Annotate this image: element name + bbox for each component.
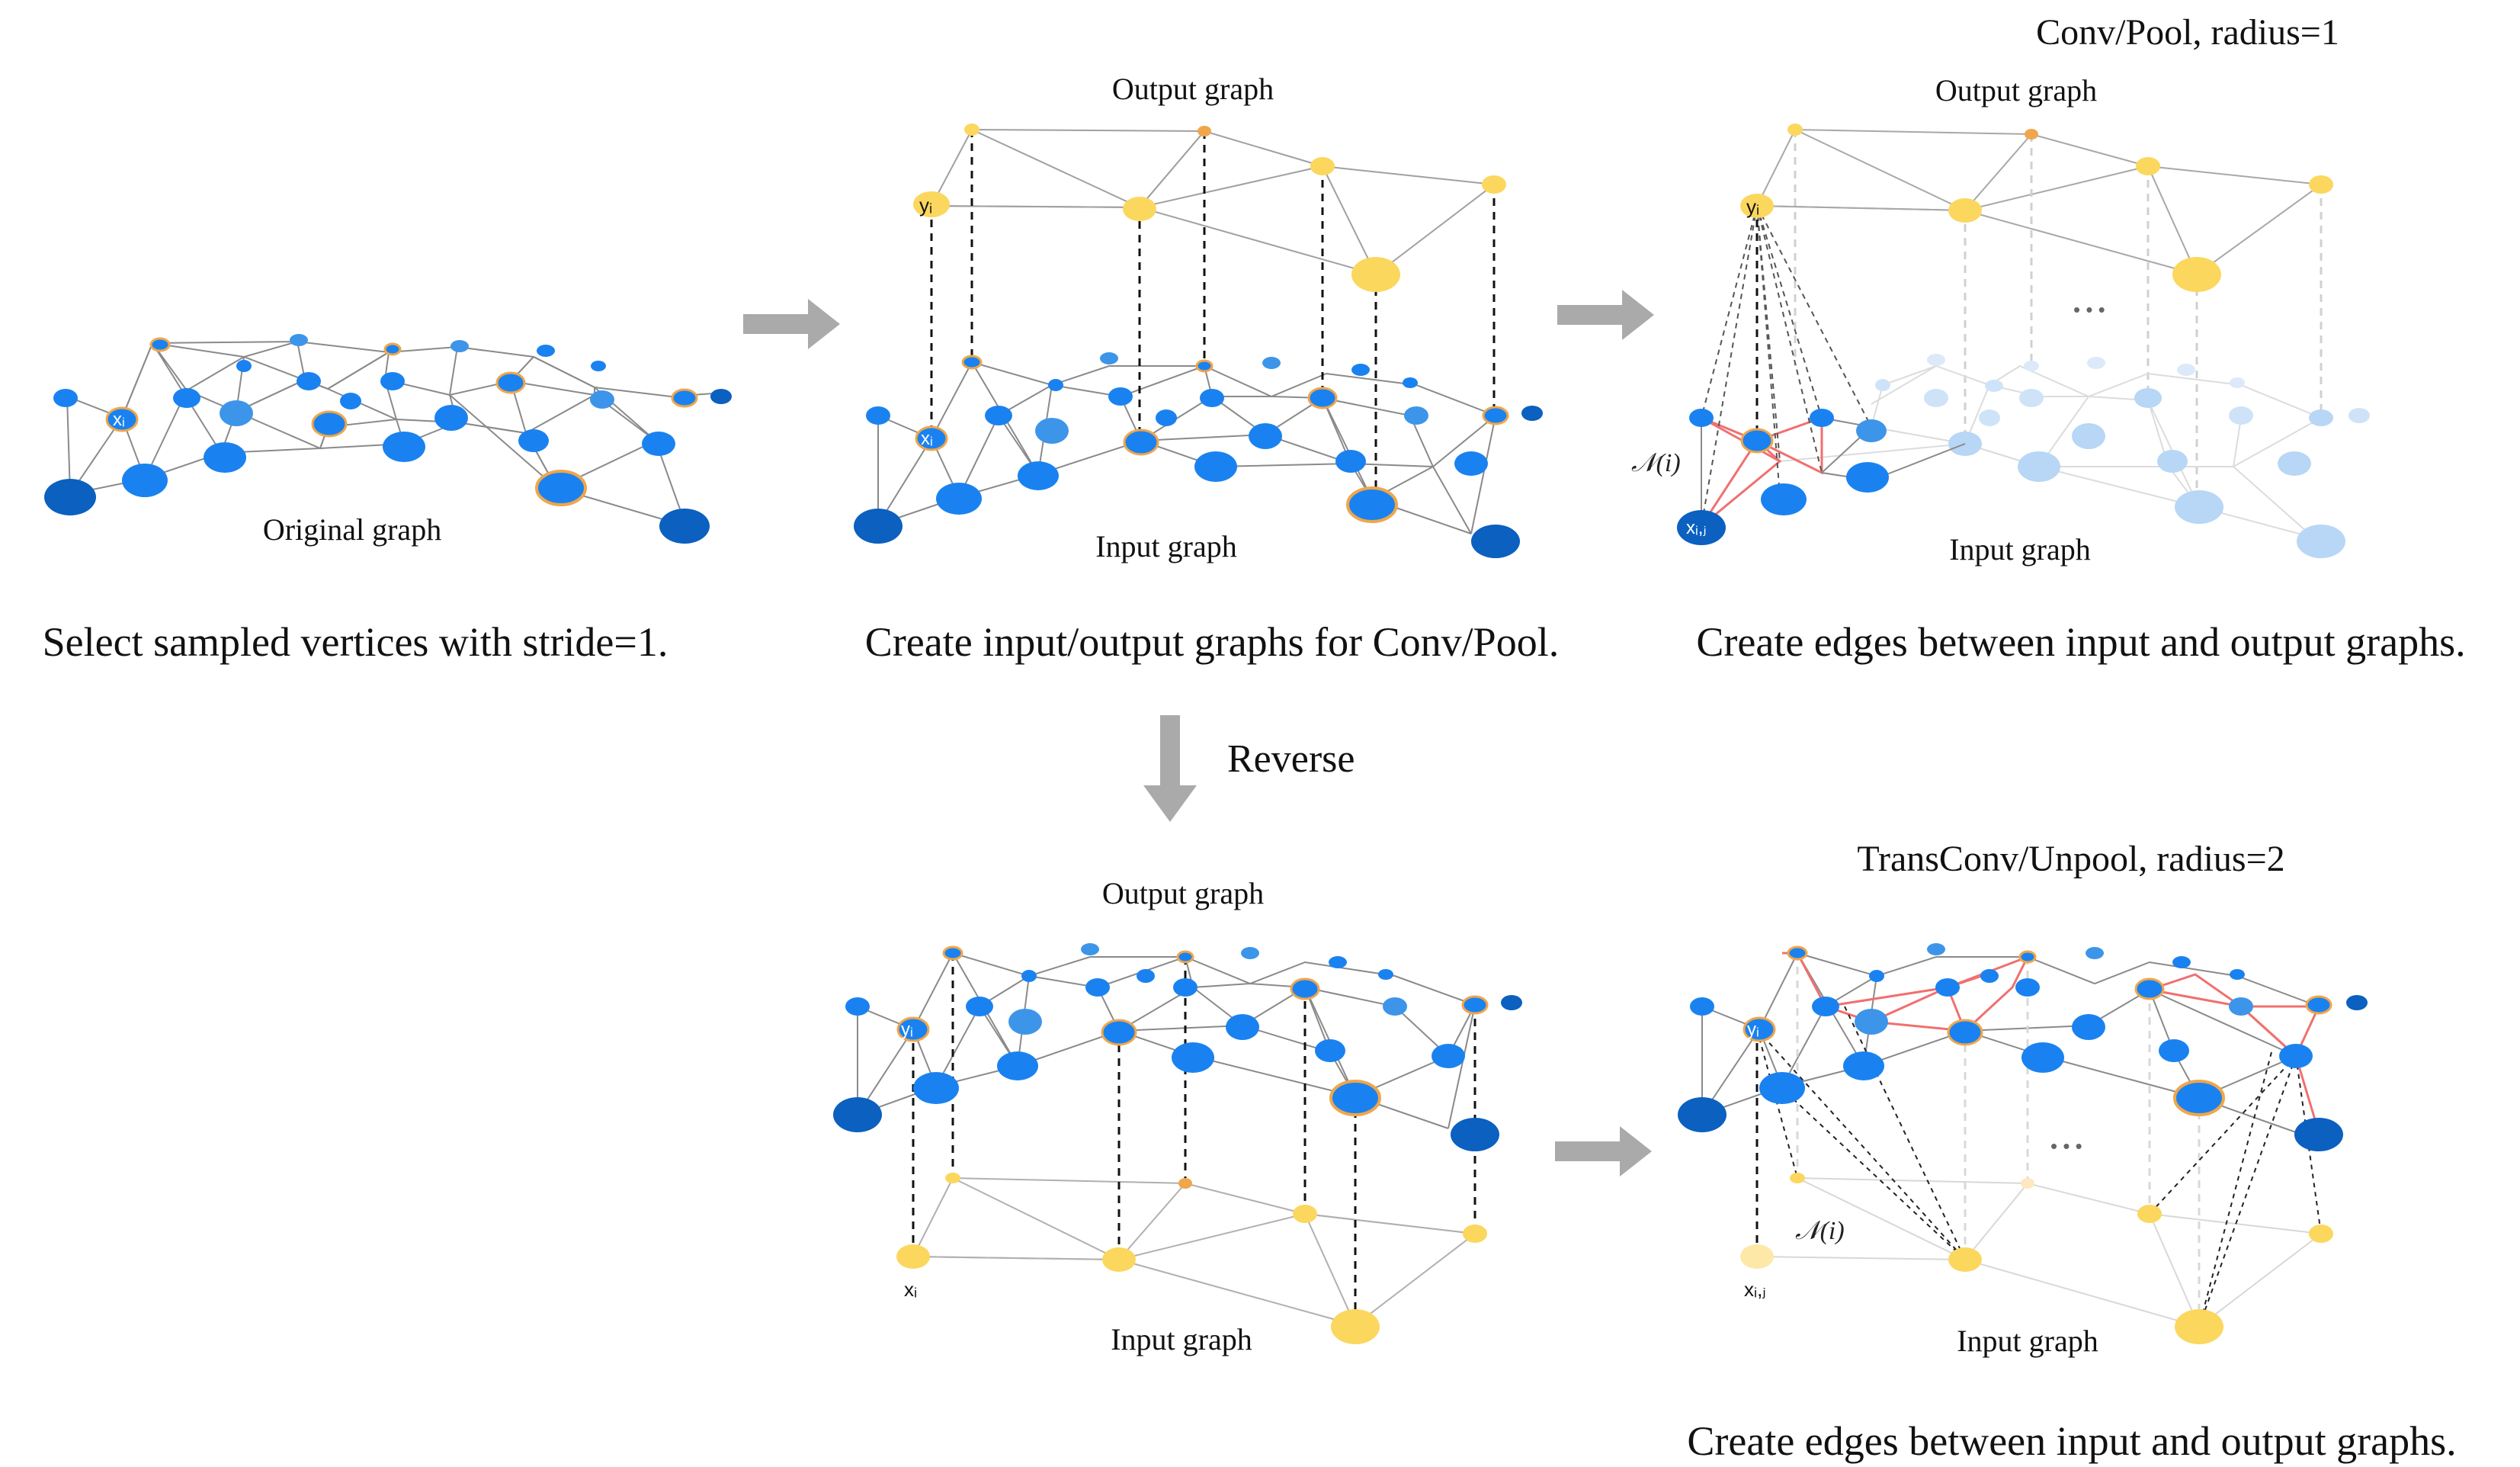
output-graph-edges-conv: [930, 129, 1495, 276]
original-graph-nodes: [44, 334, 732, 544]
x-i-label-original: xᵢ: [113, 409, 125, 430]
y-i-label-transconv: yᵢ: [1747, 1019, 1759, 1040]
caption-step1: Select sampled vertices with stride=1.: [43, 619, 668, 665]
ellipsis-conv: • • •: [2073, 298, 2105, 321]
neighborhood-nodes: [1677, 409, 1889, 545]
arrow-down-icon: [1143, 715, 1197, 822]
caption-step2: Create input/output graphs for Conv/Pool…: [865, 619, 1559, 665]
input-graph-edges-reverse: [912, 1177, 1477, 1327]
arrow-right-icon: [743, 299, 840, 349]
y-i-label-conv: yᵢ: [919, 194, 932, 217]
output-graph-nodes-transconv: [1678, 943, 2368, 1151]
faded-input-graph-nodes: [1875, 354, 2370, 558]
output-graph-label-reverse: Output graph: [1102, 876, 1264, 910]
input-graph-label-reverse: Input graph: [1111, 1322, 1252, 1356]
input-graph-label-transconv: Input graph: [1957, 1324, 2098, 1358]
faded-vertical-connections: [1794, 130, 2323, 507]
input-graph-nodes-conv: [854, 352, 1543, 558]
neighborhood-label-conv: 𝒩(i): [1631, 449, 1681, 477]
caption-step4: Create edges between input and output gr…: [1687, 1418, 2456, 1464]
input-graph-label-edges: Input graph: [1949, 532, 2091, 567]
caption-step3: Create edges between input and output gr…: [1696, 619, 2465, 665]
x-ij-label-transconv: xᵢ,ⱼ: [1744, 1278, 1766, 1301]
panel-reversed-graphs: Output graph: [833, 876, 1522, 1356]
panel-transconv-edges: TransConv/Unpool, radius=2: [1678, 839, 2368, 1358]
conv-pool-title: Conv/Pool, radius=1: [2036, 12, 2339, 53]
output-graph-edges-reverse: [857, 952, 1476, 1129]
arrow-right-icon: [1557, 290, 1654, 340]
input-graph-label-conv: Input graph: [1095, 529, 1237, 563]
output-graph-nodes-edges: [1740, 124, 2333, 292]
ellipsis-transconv: • • •: [2050, 1135, 2082, 1157]
output-graph-nodes-reverse: [833, 943, 1522, 1151]
original-graph-label: Original graph: [263, 512, 441, 547]
output-graph-edges-transconv: [1701, 952, 2320, 1133]
output-graph-label-edges: Output graph: [1935, 73, 2097, 108]
faded-input-graph-edges: [1779, 364, 2322, 538]
x-ij-label-conv: xᵢ,ⱼ: [1686, 518, 1707, 538]
original-graph-edges: [66, 340, 714, 527]
x-i-label-conv: xᵢ: [921, 429, 933, 449]
output-graph-nodes-conv: [913, 124, 1506, 292]
arrow-right-icon: [1555, 1126, 1652, 1176]
y-i-label-reverse: yᵢ: [901, 1019, 913, 1040]
x-i-label-reverse: xᵢ: [904, 1278, 917, 1301]
output-graph-label-conv: Output graph: [1112, 72, 1274, 106]
panel-conv-pool-graphs: Output graph: [854, 72, 1543, 563]
faded-input-edges-transconv: [1756, 1177, 2322, 1328]
dashed-input-output-edges: [1701, 205, 1872, 527]
input-graph-nodes-reverse: [896, 1173, 1487, 1344]
panel-conv-pool-edges: Conv/Pool, radius=1 Output graph: [1631, 12, 2370, 567]
neighborhood-label-transconv: 𝒩(i): [1795, 1217, 1845, 1245]
transconv-title: TransConv/Unpool, radius=2: [1857, 839, 2284, 879]
input-graph-nodes-transconv: [1740, 1173, 2333, 1344]
faded-vertical-transconv: [1796, 953, 2201, 1327]
panel-original-graph: xᵢ Original graph: [44, 334, 732, 547]
output-graph-edges-edges: [1755, 129, 2322, 276]
reverse-label: Reverse: [1227, 737, 1355, 781]
vertical-connections-conv: [930, 130, 1496, 503]
y-i-label-edges: yᵢ: [1746, 195, 1759, 218]
